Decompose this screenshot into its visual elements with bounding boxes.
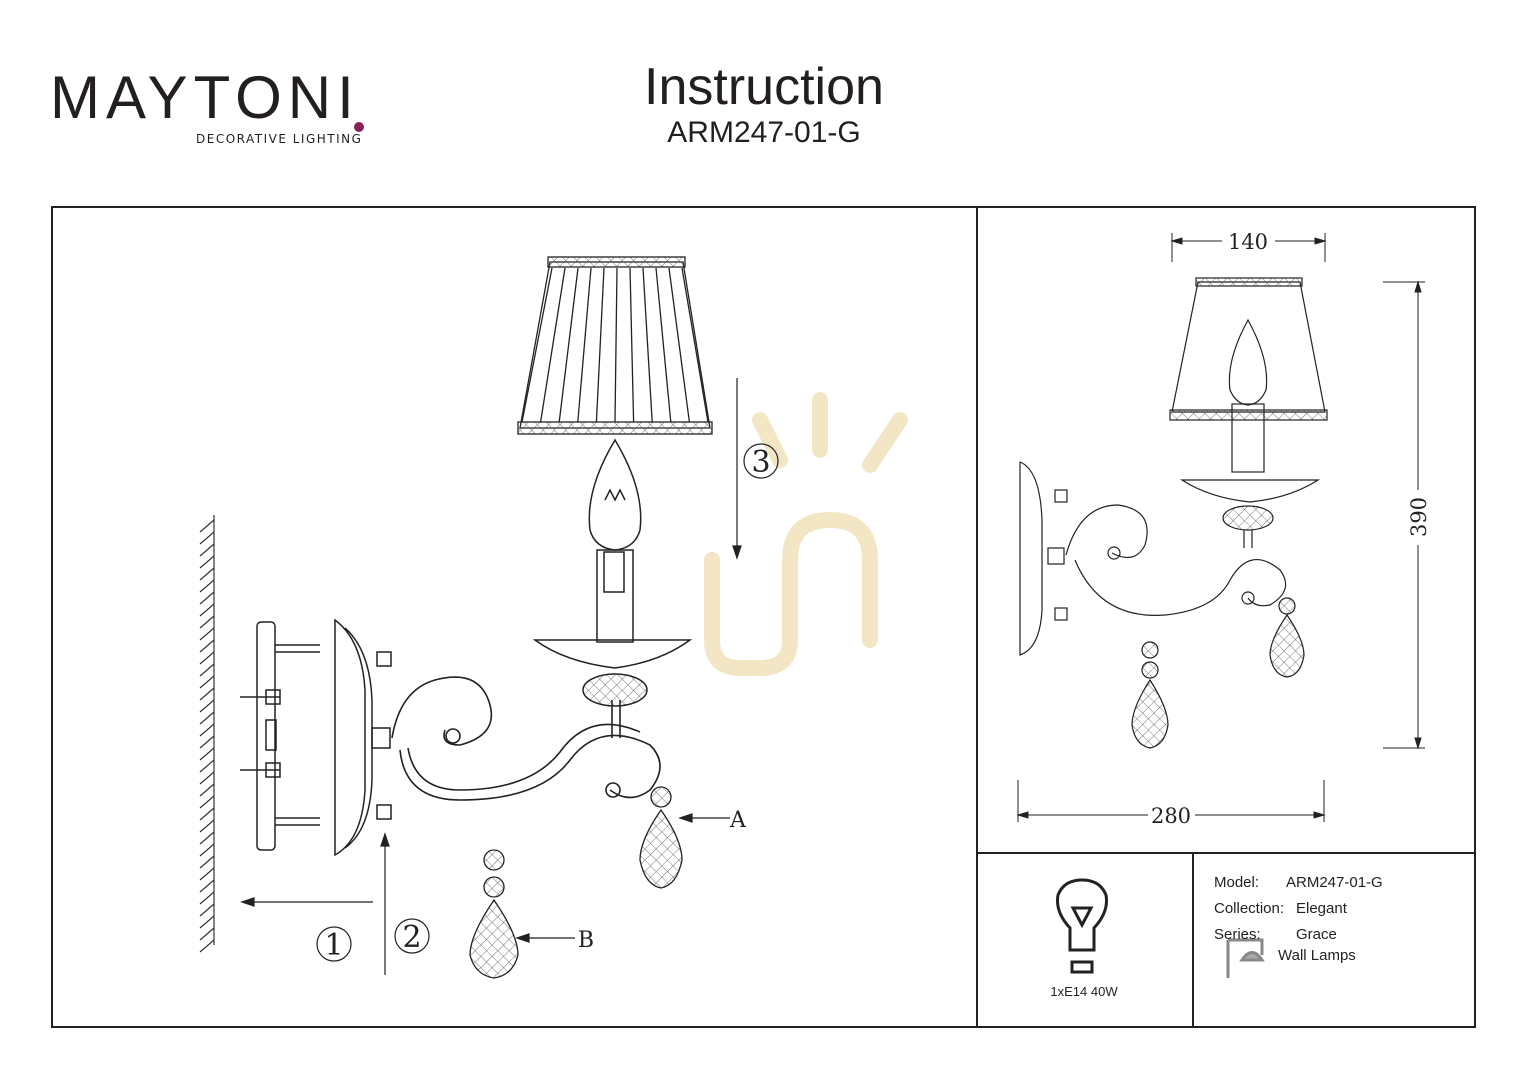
wall-canopy <box>334 618 392 857</box>
spec-model-label: Model: <box>1214 874 1260 891</box>
spec-type-value: Wall Lamps <box>1278 947 1356 964</box>
spec-collection-label: Collection: <box>1214 900 1285 917</box>
dimension-depth: 280 <box>1151 804 1191 828</box>
page-title: Instruction <box>644 58 884 116</box>
watermark-icon <box>704 392 908 676</box>
dimension-width: 140 <box>1228 230 1268 254</box>
spec-series-label: Series: <box>1214 926 1261 943</box>
step-1-label: 1 <box>324 928 343 963</box>
part-a-label: A <box>729 808 747 833</box>
step-3-label: 3 <box>751 445 770 480</box>
wall-lamp-icon <box>1226 938 1265 978</box>
bulb-icon <box>588 438 642 551</box>
dimension-height: 390 <box>1407 497 1431 537</box>
frame-divider-horizontal <box>976 852 1476 854</box>
lightbulb-icon <box>1056 878 1108 974</box>
crystal-pendants <box>469 786 683 979</box>
lamp-shade <box>517 256 713 435</box>
spec-divider-vertical <box>1192 852 1194 1028</box>
page-model-number: ARM247-01-G <box>667 116 861 149</box>
dimension-drawing <box>1019 277 1328 749</box>
brand-name: MAYTONI <box>50 64 360 131</box>
part-b-label: B <box>578 928 594 953</box>
spec-series-value: Grace <box>1296 926 1337 943</box>
candle-holder <box>532 549 693 707</box>
wall-hatch <box>199 515 215 953</box>
dimension-lines <box>1016 233 1425 822</box>
brand-tagline: DECORATIVE LIGHTING <box>196 132 363 146</box>
lamp-arm <box>391 676 661 801</box>
mounting-plate <box>240 621 320 851</box>
spec-model-value: ARM247-01-G <box>1286 874 1383 891</box>
power-rating: 1xE14 40W <box>1050 984 1118 999</box>
brand-logo: MAYTONI DECORATIVE LIGHTING <box>50 62 370 152</box>
frame-divider-vertical <box>976 206 978 1028</box>
step-2-label: 2 <box>402 920 421 955</box>
spec-collection-value: Elegant <box>1296 900 1347 917</box>
brand-accent-dot <box>354 122 364 132</box>
drawing-frame <box>51 206 1476 1028</box>
assembly-arrows <box>240 378 742 975</box>
step-markers <box>316 443 779 962</box>
